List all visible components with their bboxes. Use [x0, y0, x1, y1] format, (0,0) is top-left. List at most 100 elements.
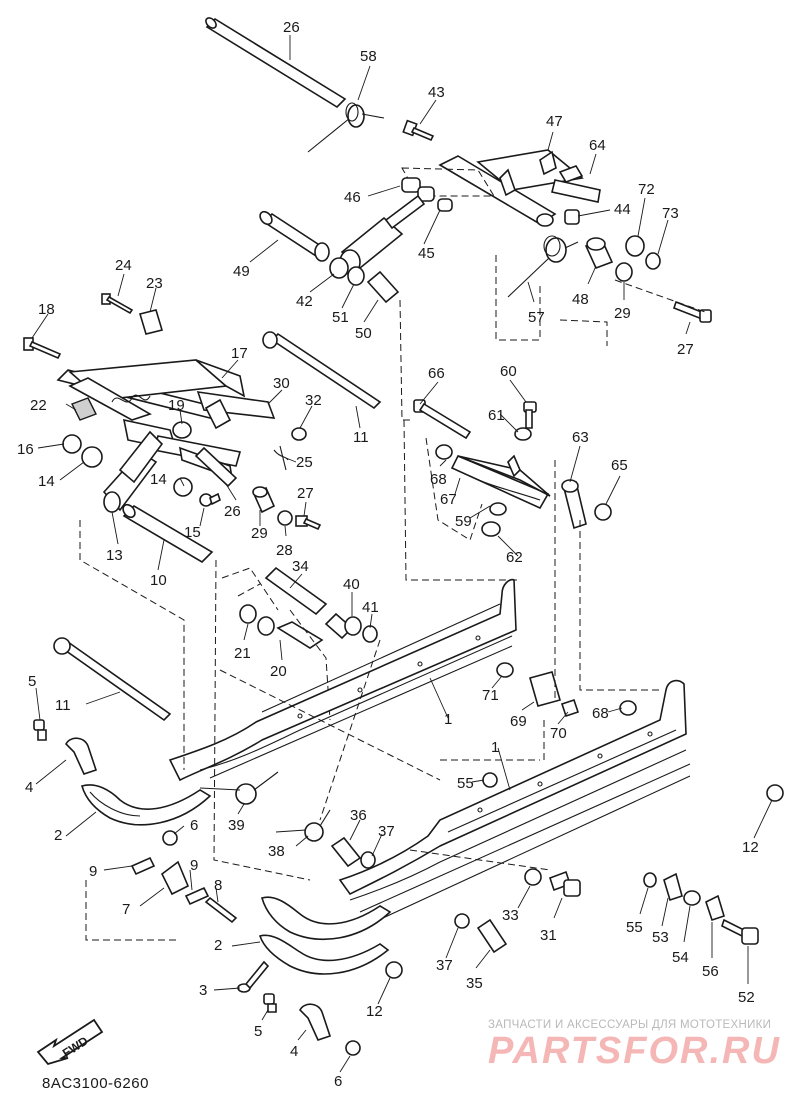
- callout: 12: [366, 1003, 383, 1020]
- parts-71-69-70-68-55: [482, 662, 637, 788]
- callout: 64: [589, 137, 606, 154]
- callout: 52: [738, 989, 755, 1006]
- callout: 2: [54, 827, 62, 844]
- callout: 2: [214, 937, 222, 954]
- spring-39: [199, 771, 279, 805]
- callout: 8: [214, 877, 222, 894]
- callout: 26: [224, 503, 241, 520]
- collar-48: [584, 237, 614, 270]
- callout: 29: [251, 525, 268, 542]
- cotter-25: [273, 445, 289, 471]
- callout: 21: [234, 645, 251, 662]
- callout: 40: [343, 576, 360, 593]
- callout: 50: [355, 325, 372, 342]
- callout: 65: [611, 457, 628, 474]
- shaft-10: [122, 503, 214, 564]
- callout: 35: [466, 975, 483, 992]
- runner-2-left: [81, 784, 212, 826]
- fwd-arrow-icon: FWD: [36, 1018, 104, 1066]
- callout: 58: [360, 48, 377, 65]
- callout: 9: [89, 863, 97, 880]
- callout: 27: [297, 485, 314, 502]
- plate-23: [138, 309, 164, 335]
- callout: 25: [296, 454, 313, 471]
- bolt-60: [523, 401, 537, 429]
- callout: 62: [506, 549, 523, 566]
- callout: 68: [592, 705, 609, 722]
- callout: 68: [430, 471, 447, 488]
- callout: 29: [614, 305, 631, 322]
- leader-lines: [31, 35, 773, 1073]
- shaft-26-lower: [194, 446, 238, 488]
- callout: 60: [500, 363, 517, 380]
- callout: 66: [428, 365, 445, 382]
- callout: 59: [455, 513, 472, 530]
- bolt-66: [413, 399, 472, 440]
- callout: 13: [106, 547, 123, 564]
- bolt-5-left: [33, 719, 47, 741]
- callout: 49: [233, 263, 250, 280]
- bolt-43: [402, 119, 435, 142]
- callout: 17: [231, 345, 248, 362]
- callout: 4: [290, 1043, 298, 1060]
- callout: 54: [672, 949, 689, 966]
- bracket-53-54-56: [643, 872, 725, 922]
- nut-62: [481, 521, 501, 537]
- callout: 32: [305, 392, 322, 409]
- callout: 39: [228, 817, 245, 834]
- callout: 55: [457, 775, 474, 792]
- callout: 4: [25, 779, 33, 796]
- bracket-assembly-47: [438, 149, 601, 227]
- callout: 72: [638, 181, 655, 198]
- callout: 10: [150, 572, 167, 589]
- callout: 1: [444, 711, 452, 728]
- pin-8: [204, 896, 238, 924]
- callout: 73: [662, 205, 679, 222]
- callout: 14: [38, 473, 55, 490]
- collar-44: [564, 209, 580, 225]
- arm-13: [102, 430, 164, 513]
- pin-49: [259, 210, 330, 262]
- callout: 12: [742, 839, 759, 856]
- callout: 38: [268, 843, 285, 860]
- diagram-code: 8AC3100-6260: [42, 1075, 149, 1092]
- callout: 36: [350, 807, 367, 824]
- callout: 30: [273, 375, 290, 392]
- callout: 18: [38, 301, 55, 318]
- bracket-67-59: [425, 437, 551, 541]
- nuts-12: [385, 784, 784, 979]
- bushings-46-45: [401, 167, 495, 212]
- callout: 56: [702, 963, 719, 980]
- nut-6-left: [162, 830, 178, 846]
- callout: 19: [168, 397, 185, 414]
- callout: 28: [276, 542, 293, 559]
- bolt-52: [721, 918, 759, 945]
- callout: 24: [115, 257, 132, 274]
- callout: 51: [332, 309, 349, 326]
- runner-2-right: [258, 896, 392, 975]
- callout: 27: [677, 341, 694, 358]
- collar-29-bolt-27-28: [252, 486, 322, 531]
- washer-32: [291, 427, 307, 441]
- callout: 55: [626, 919, 643, 936]
- callout: 33: [502, 907, 519, 924]
- spring-57: [507, 235, 579, 298]
- callout: 22: [30, 397, 47, 414]
- bolt-27-top: [673, 300, 712, 323]
- callout: 20: [270, 663, 287, 680]
- pin-34: [264, 566, 328, 616]
- bolt-18: [23, 337, 62, 360]
- nut-6-right: [345, 1040, 361, 1056]
- callout: 53: [652, 929, 669, 946]
- callout: 47: [546, 113, 563, 130]
- clamp-4-left: [65, 737, 98, 775]
- callout: 1: [491, 739, 499, 756]
- bushings-42-51-50: [329, 257, 400, 304]
- callout: 7: [122, 901, 130, 918]
- bolt-15: [199, 492, 221, 507]
- callout: 37: [378, 823, 395, 840]
- callout: 57: [528, 309, 545, 326]
- callout: 23: [146, 275, 163, 292]
- watermark-brand: PARTSFOR.RU: [488, 1030, 781, 1072]
- callout: 45: [418, 245, 435, 262]
